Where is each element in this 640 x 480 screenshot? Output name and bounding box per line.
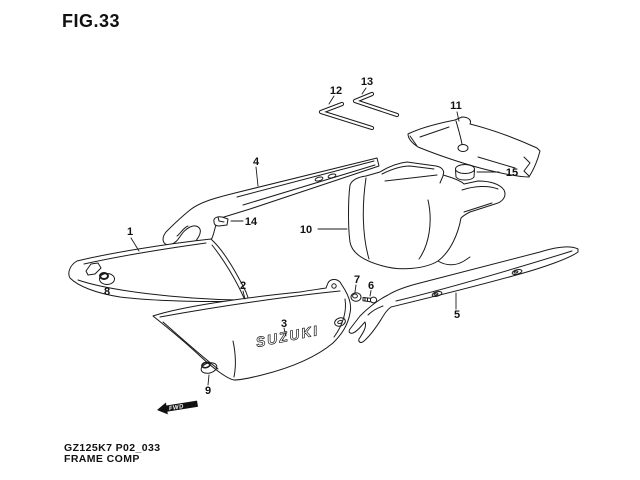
strip-hole xyxy=(511,269,523,275)
callout-6: 6 xyxy=(368,280,374,292)
tool-bag-eyelet xyxy=(457,144,469,152)
part-9-grommet xyxy=(200,361,218,374)
cover-hook xyxy=(85,262,102,276)
strip-hole xyxy=(431,291,443,297)
figure-footer: GZ125K7 P02_033 FRAME COMP xyxy=(64,443,160,465)
part-5-frame-trim-strip-lower xyxy=(348,246,579,343)
part-12-tool-hook xyxy=(318,101,375,131)
callout-10: 10 xyxy=(300,224,312,236)
part-13-tool-hook xyxy=(352,91,400,118)
part-11-tool-bag xyxy=(407,116,541,178)
part-14-clip xyxy=(213,216,229,227)
figure-caption: FRAME COMP xyxy=(64,453,140,465)
part-15-cap xyxy=(455,164,475,181)
callout-1: 1 xyxy=(127,226,133,238)
strip-hole xyxy=(314,176,324,182)
part-6-screw xyxy=(362,296,378,304)
callout-14: 14 xyxy=(245,216,258,228)
callout-15: 15 xyxy=(506,167,518,179)
part-4-frame-trim-strip xyxy=(162,157,380,252)
part-8-grommet-inner xyxy=(99,272,109,280)
callout-5: 5 xyxy=(454,309,460,321)
emblem-oval xyxy=(334,317,346,327)
part-2-side-cover-right: SUZUKI xyxy=(152,279,352,381)
callout-12: 12 xyxy=(330,85,342,97)
callout-7: 7 xyxy=(354,274,360,286)
callout-leader-lines xyxy=(130,87,500,386)
callout-2: 2 xyxy=(240,280,246,292)
part-7-nut xyxy=(350,292,362,302)
part-1-side-cover-left xyxy=(68,238,251,306)
callout-labels: 1 2 3 4 5 6 7 8 9 10 11 12 13 14 15 xyxy=(104,76,518,397)
fwd-arrow-shape xyxy=(157,400,198,415)
fwd-arrow-label: FWD xyxy=(169,404,185,412)
part-10-frame-center-cover xyxy=(348,161,506,270)
callout-8: 8 xyxy=(104,286,110,298)
figure-code: GZ125K7 P02_033 xyxy=(64,442,161,454)
callout-11: 11 xyxy=(450,100,462,112)
emblem-oval-inner xyxy=(337,319,343,325)
callout-4: 4 xyxy=(253,156,260,168)
figure-title: FIG.33 xyxy=(62,11,121,31)
callout-3: 3 xyxy=(281,318,287,330)
cover-tab-eyelet xyxy=(331,283,337,289)
fwd-arrow: FWD xyxy=(157,400,198,415)
strip-hole xyxy=(327,173,337,179)
callout-13: 13 xyxy=(361,76,373,88)
callout-9: 9 xyxy=(205,385,211,397)
